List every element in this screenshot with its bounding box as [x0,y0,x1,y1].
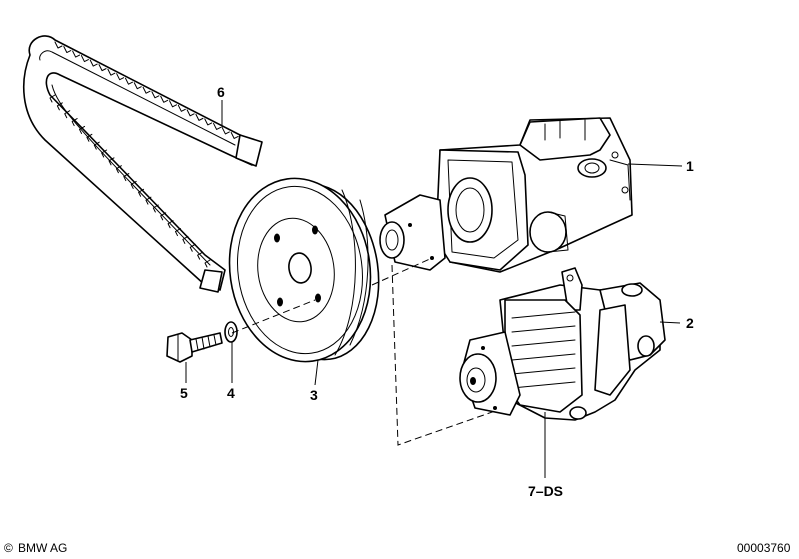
belt-tooth [160,95,169,103]
belt-tooth [174,228,181,237]
belt-tooth [86,133,93,142]
belt-tooth [72,50,81,58]
copyright-brand: BMW AG [18,541,67,555]
belt-tooth [123,173,130,182]
belt-tooth [142,86,151,94]
belt-tooth [213,122,222,130]
copyright-symbol: © [4,541,13,555]
belt-tooth [160,212,167,221]
belt-tooth [145,196,152,205]
belt-tooth [197,251,204,260]
belt-tooth [130,180,137,189]
belt-tooth [54,41,63,49]
pump-rib [511,353,576,361]
belt-tooth [152,204,159,213]
leader-lines [185,100,683,478]
belt-teeth-inner [49,94,211,268]
belt-tooth [124,77,133,85]
belt-tooth [116,73,125,81]
belt-tooth [195,113,204,121]
pump-rib [511,311,576,319]
bolt [166,332,223,363]
washer [224,321,238,343]
belt-tooth [98,64,107,72]
belt-tooth [89,59,98,67]
belt-tooth [101,149,108,158]
label-part-5: 5 [180,385,188,401]
belt-tooth [221,127,230,135]
belt-tooth [49,94,56,103]
belt-tooth [167,220,174,229]
belt-tooth [79,125,86,134]
label-part-2: 2 [686,315,694,331]
belt-tooth [151,91,160,99]
v-belt [22,35,263,293]
label-part-1: 1 [686,158,694,174]
belt-tooth [230,131,239,139]
power-steering-pump-lower [459,267,666,421]
belt-tooth [138,188,145,197]
label-part-6: 6 [217,84,225,100]
belt-tooth [115,165,122,174]
belt-tooth [204,259,211,268]
belt-tooth [204,118,213,126]
belt-tooth [189,243,196,252]
pump-ribs [511,311,576,389]
label-part-3: 3 [310,387,318,403]
label-part-4: 4 [227,385,235,401]
belt-tooth [64,110,71,119]
belt-tooth [177,104,186,112]
belt-tooth [80,55,89,63]
belt-tooth [63,46,72,54]
belt-tooth [107,68,116,76]
pump-rib [511,381,576,389]
alignment-lines [231,257,499,446]
belt-tooth [108,157,115,166]
belt-tooth [93,141,100,150]
belt-tooth [133,82,142,90]
pump-rib [511,325,576,333]
label-part-7-ds: 7–DS [528,483,563,499]
belt-tooth [56,102,63,111]
pump-rib [511,339,576,347]
belt-tooth [186,109,195,117]
power-steering-pump-upper [379,117,633,273]
belt-tooth [169,100,178,108]
belt-tooth [71,118,78,127]
document-number: 00003760 [737,541,791,555]
belt-tooth [182,235,189,244]
pump-rib [511,367,576,375]
pulley [228,177,380,363]
